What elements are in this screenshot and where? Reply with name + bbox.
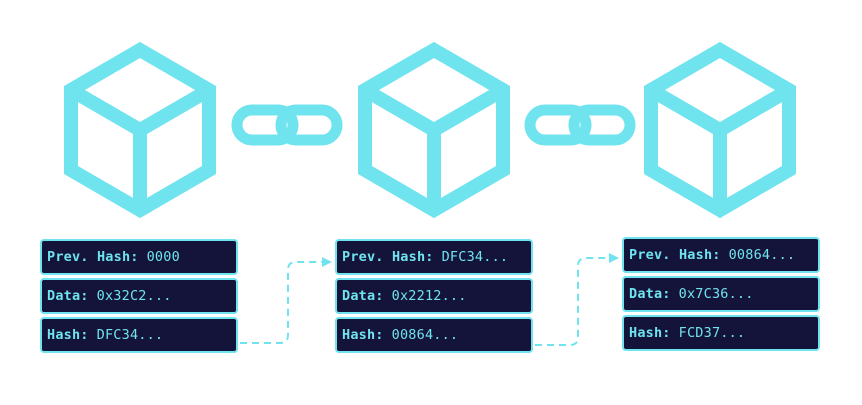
data-label: Data: [342, 288, 384, 304]
block-card: Prev. Hash: DFC34... Data: 0x2212... Has… [335, 239, 533, 353]
hash-label: Hash: [629, 325, 671, 341]
data-label: Data: [629, 286, 671, 302]
prev-hash-row: Prev. Hash: 0000 [40, 239, 238, 275]
prev-hash-label: Prev. Hash: [629, 247, 721, 263]
data-label: Data: [47, 288, 89, 304]
hash-value: DFC34... [96, 327, 164, 343]
hash-value: 00864... [391, 327, 459, 343]
hash-row: Hash: DFC34... [40, 317, 238, 353]
prev-hash-value: DFC34... [441, 249, 509, 265]
data-row: Data: 0x2212... [335, 278, 533, 314]
data-value: 0x2212... [391, 288, 467, 304]
prev-hash-value: 00864... [728, 247, 796, 263]
data-row: Data: 0x7C36... [622, 276, 820, 312]
data-value: 0x7C36... [678, 286, 754, 302]
prev-hash-row: Prev. Hash: 00864... [622, 237, 820, 273]
hash-label: Hash: [47, 327, 89, 343]
cube-icon [71, 50, 209, 210]
block-card: Prev. Hash: 00864... Data: 0x7C36... Has… [622, 237, 820, 351]
prev-hash-label: Prev. Hash: [342, 249, 434, 265]
link-arrow [535, 253, 619, 346]
hash-value: FCD37... [678, 325, 746, 341]
prev-hash-label: Prev. Hash: [47, 249, 139, 265]
hash-label: Hash: [342, 327, 384, 343]
block-card: Prev. Hash: 0000 Data: 0x32C2... Hash: D… [40, 239, 238, 353]
hash-row: Hash: FCD37... [622, 315, 820, 351]
data-row: Data: 0x32C2... [40, 278, 238, 314]
chain-link-icon [530, 110, 630, 140]
link-arrow [240, 257, 332, 344]
prev-hash-row: Prev. Hash: DFC34... [335, 239, 533, 275]
chain-link-icon [237, 110, 337, 140]
prev-hash-value: 0000 [146, 249, 180, 265]
cube-icon [651, 50, 789, 210]
hash-row: Hash: 00864... [335, 317, 533, 353]
cube-icon [365, 50, 503, 210]
data-value: 0x32C2... [96, 288, 172, 304]
